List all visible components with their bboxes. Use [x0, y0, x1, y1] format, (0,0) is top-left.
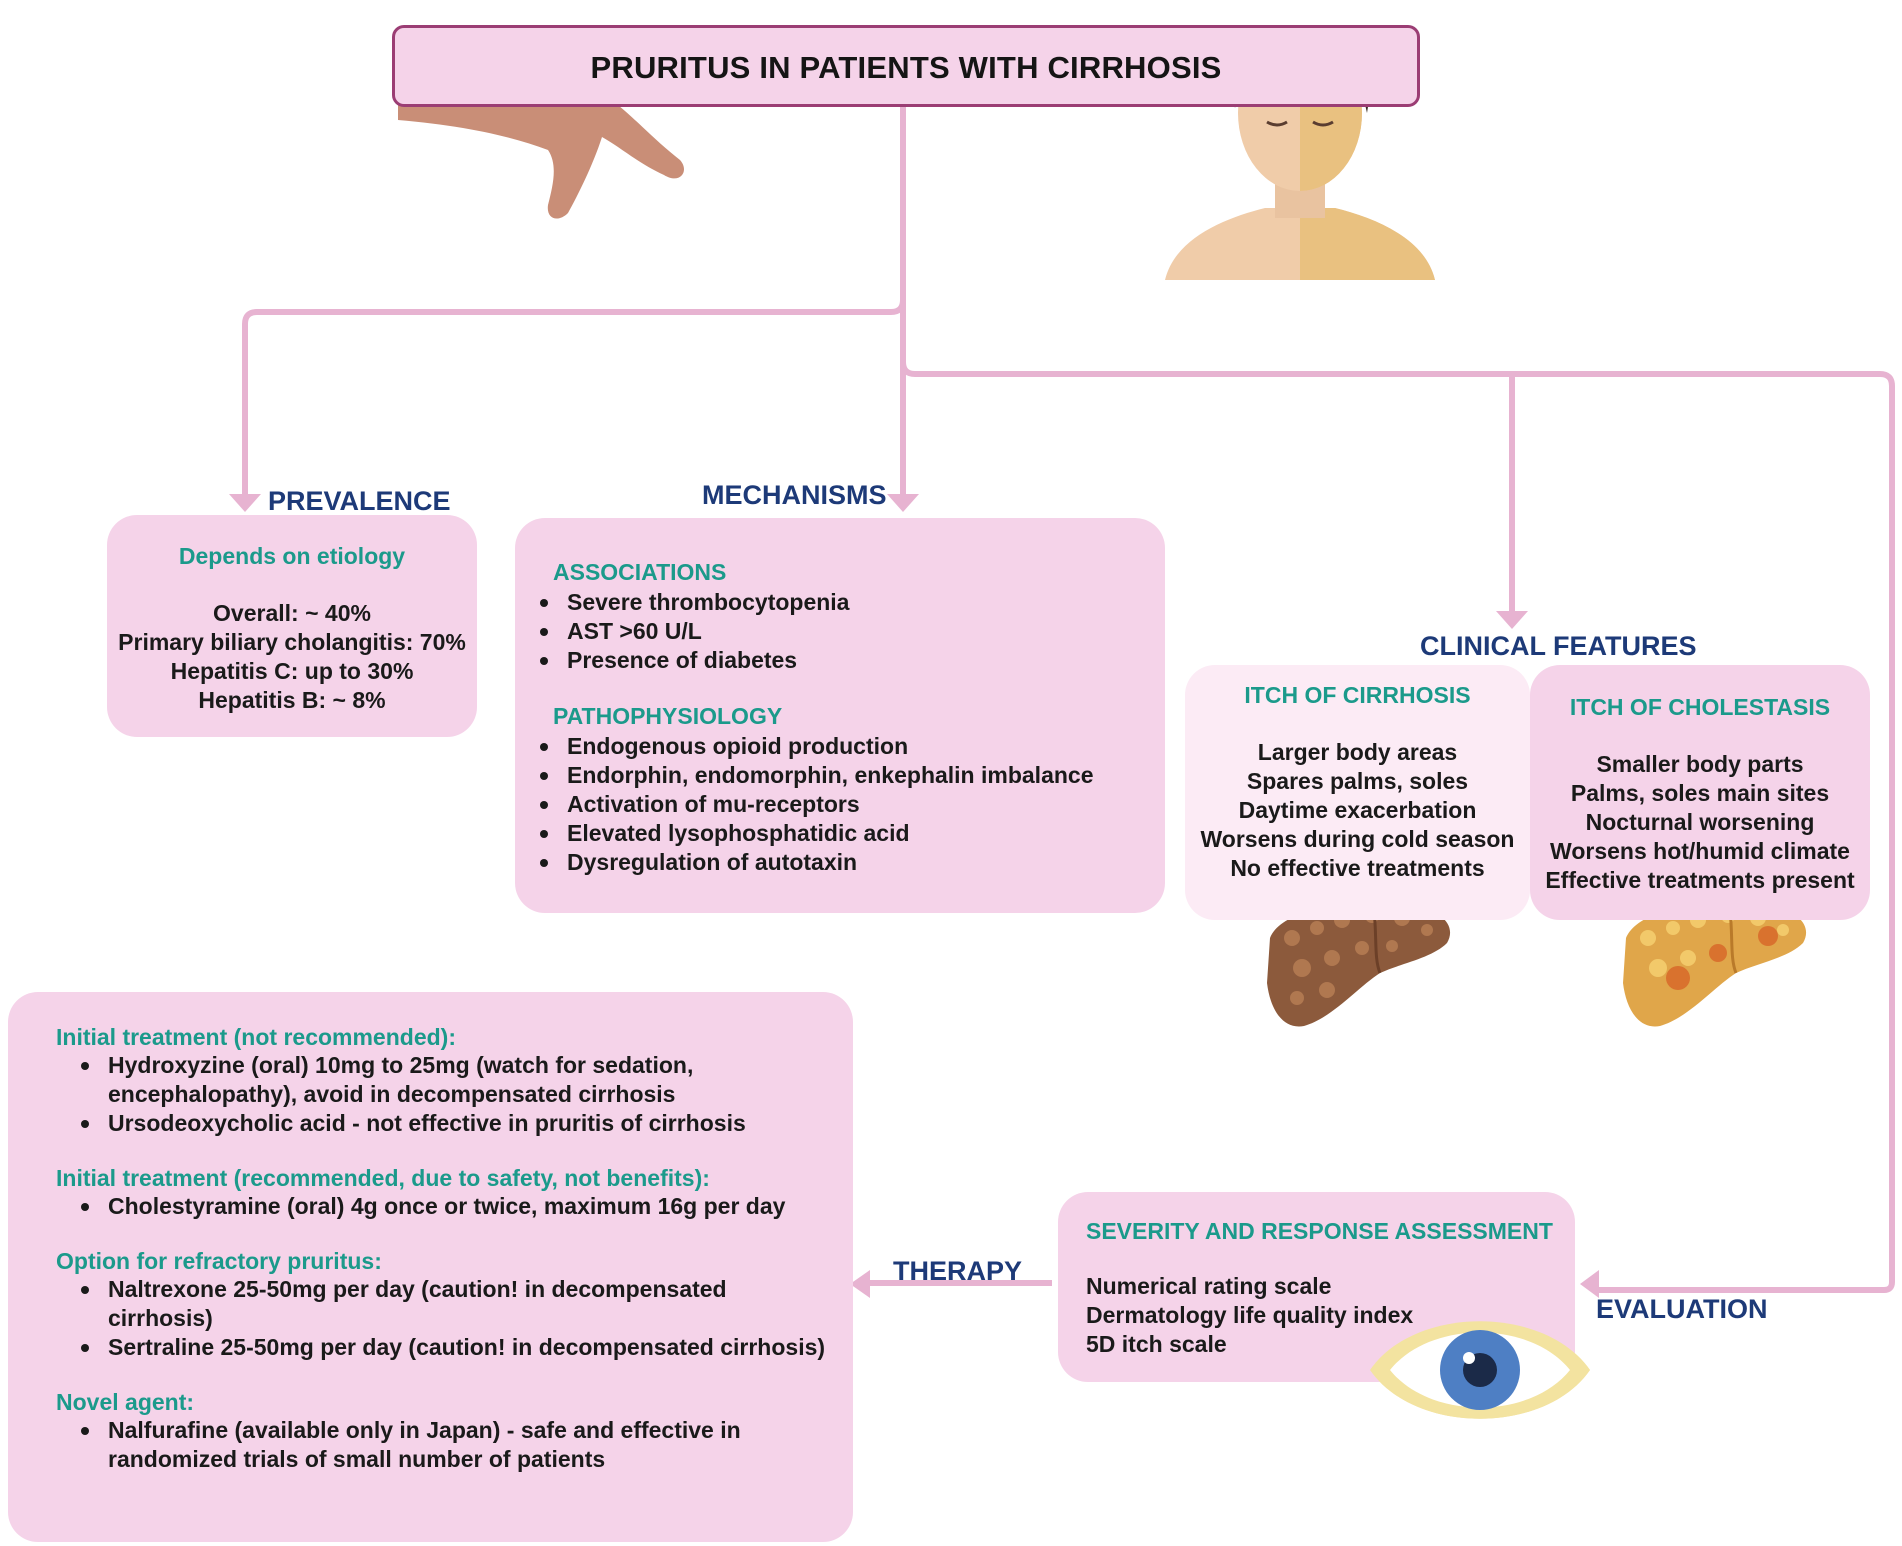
clinical-features-heading: CLINICAL FEATURES	[1420, 631, 1697, 661]
therapy-item: Sertraline 25-50mg per day (caution! in …	[81, 1333, 868, 1362]
therapy-item: Ursodeoxycholic acid - not effective in …	[81, 1109, 836, 1138]
prevalence-box: Depends on etiology Overall: ~ 40% Prima…	[107, 515, 477, 737]
therapy-heading: THERAPY	[893, 1256, 1023, 1286]
therapy-section-title: Initial treatment (not recommended):	[56, 1024, 456, 1050]
mechanisms-heading: MECHANISMS	[702, 480, 887, 510]
assessment-scale: Dermatology life quality index	[1086, 1302, 1414, 1328]
cirrhotic-liver-icon	[1267, 903, 1451, 1027]
eye-icon	[1370, 1321, 1590, 1419]
pathophysiology-item: Elevated lysophosphatidic acid	[540, 819, 1094, 848]
itch-of-cirrhosis-title: ITCH OF CIRRHOSIS	[1244, 682, 1471, 708]
therapy-section-title: Initial treatment (recommended, due to s…	[56, 1165, 710, 1191]
pathophysiology-item: Dysregulation of autotaxin	[540, 848, 1094, 877]
therapy-box: Initial treatment (not recommended): Hyd…	[8, 992, 853, 1542]
pathophysiology-item: Activation of mu-receptors	[540, 790, 1094, 819]
cirrhosis-feature: Daytime exacerbation	[1238, 797, 1477, 823]
prevalence-line: Hepatitis C: up to 30%	[170, 658, 414, 684]
prevalence-subheading: Depends on etiology	[178, 543, 406, 569]
itch-of-cholestasis-title: ITCH OF CHOLESTASIS	[1569, 694, 1831, 720]
cholestasis-feature: Smaller body parts	[1596, 751, 1804, 777]
mechanisms-box: ASSOCIATIONS Severe thrombocytopenia AST…	[515, 518, 1165, 913]
title-banner: PRURITUS IN PATIENTS WITH CIRRHOSIS	[392, 25, 1420, 107]
severity-assessment-title: SEVERITY AND RESPONSE ASSESSMENT	[1086, 1218, 1553, 1244]
pathophysiology-item: Endorphin, endomorphin, enkephalin imbal…	[540, 762, 1094, 788]
cholestatic-liver-icon	[1623, 903, 1807, 1027]
main-title: PRURITUS IN PATIENTS WITH CIRRHOSIS	[590, 50, 1222, 85]
assessment-scale: 5D itch scale	[1086, 1331, 1227, 1357]
itch-of-cirrhosis-box: ITCH OF CIRRHOSIS Larger body areas Spar…	[1185, 665, 1530, 920]
prevalence-line: Primary biliary cholangitis: 70%	[118, 629, 466, 655]
associations-title: ASSOCIATIONS	[553, 559, 727, 585]
cirrhosis-feature: Worsens during cold season	[1200, 826, 1515, 852]
prevalence-line: Overall: ~ 40%	[213, 600, 371, 626]
therapy-item: Cholestyramine (oral) 4g once or twice, …	[81, 1192, 836, 1221]
therapy-section-title: Option for refractory pruritus:	[56, 1248, 382, 1274]
association-item: Severe thrombocytopenia	[539, 589, 850, 615]
cirrhosis-feature: Larger body areas	[1257, 739, 1458, 765]
prevalence-heading: PREVALENCE	[268, 486, 451, 516]
association-item: Presence of diabetes	[539, 646, 849, 675]
pathophysiology-title: PATHOPHYSIOLOGY	[553, 703, 783, 729]
cirrhosis-feature: Spares palms, soles	[1246, 768, 1469, 794]
pathophysiology-item: Endogenous opioid production	[540, 732, 1094, 761]
therapy-item: Nalfurafine (available only in Japan) - …	[81, 1416, 768, 1474]
cholestasis-feature: Effective treatments present	[1545, 867, 1855, 893]
cholestasis-feature: Palms, soles main sites	[1570, 780, 1830, 806]
association-item: AST >60 U/L	[539, 617, 849, 646]
assessment-scale: Numerical rating scale	[1086, 1273, 1332, 1299]
cholestasis-feature: Worsens hot/humid climate	[1550, 838, 1850, 864]
therapy-item: Hydroxyzine (oral) 10mg to 25mg (watch f…	[81, 1051, 836, 1109]
prevalence-line: Hepatitis B: ~ 8%	[198, 687, 386, 713]
evaluation-heading: EVALUATION	[1596, 1294, 1768, 1324]
cholestasis-feature: Nocturnal worsening	[1585, 809, 1815, 835]
therapy-section-title: Novel agent:	[56, 1389, 195, 1415]
therapy-item: Naltrexone 25-50mg per day (caution! in …	[81, 1275, 748, 1333]
itch-of-cholestasis-box: ITCH OF CHOLESTASIS Smaller body parts P…	[1530, 665, 1870, 920]
cirrhosis-feature: No effective treatments	[1230, 855, 1485, 881]
